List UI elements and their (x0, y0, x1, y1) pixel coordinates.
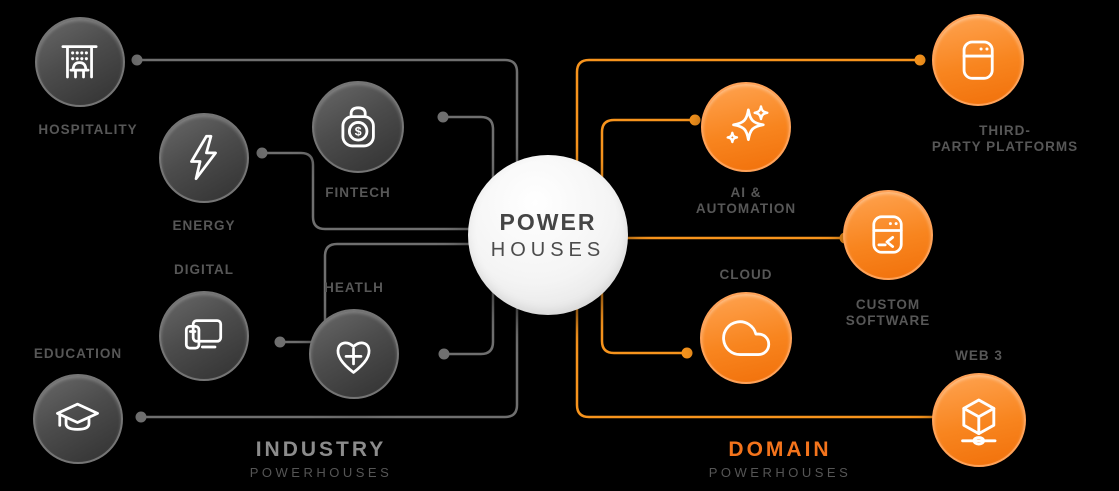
energy-label: ENERGY (172, 218, 236, 233)
connector-dot-energy (256, 147, 268, 159)
app-window-icon (962, 40, 994, 80)
digital-label: DIGITAL (174, 262, 234, 277)
devices-icon (185, 319, 223, 350)
industry-caption: INDUSTRY POWERHOUSES (250, 438, 393, 480)
domain-caption-title: DOMAIN (728, 438, 832, 461)
ai-automation-circle (701, 82, 791, 172)
cloud-icon (722, 320, 770, 356)
fintech-label: FINTECH (325, 185, 391, 200)
cube-network-icon (961, 398, 997, 446)
education-label: EDUCATION (33, 346, 123, 361)
connector-dot-digital (274, 336, 286, 348)
node-fintech: $ FINTECH (312, 81, 404, 200)
connector-dot-health (438, 348, 450, 360)
ai-automation-label: AI & AUTOMATION (695, 185, 797, 216)
node-education: EDUCATION (33, 346, 123, 464)
cloud-label: CLOUD (719, 267, 773, 282)
industry-caption-title: INDUSTRY (255, 438, 387, 461)
connector-dot-hospitality (131, 54, 143, 66)
node-energy: ENERGY (159, 113, 249, 233)
heart-plus-icon (337, 342, 371, 375)
code-window-icon (872, 215, 904, 255)
node-digital: DIGITAL (159, 262, 249, 381)
node-health: HEATLH (309, 280, 399, 399)
energy-circle (159, 113, 249, 203)
health-circle (309, 309, 399, 399)
node-custom-software: CUSTOM SOFTWARE (843, 190, 933, 328)
graduation-cap-icon (56, 403, 100, 432)
custom-software-label: CUSTOM SOFTWARE (845, 297, 931, 328)
money-bag-icon: $ (341, 106, 375, 148)
third-party-platforms-label: THIRD- PARTY PLATFORMS (931, 123, 1079, 154)
health-label: HEATLH (324, 280, 384, 295)
connector-dot-cloud (681, 347, 693, 359)
lightning-bolt-icon (190, 135, 218, 181)
connector-dot-education (135, 411, 147, 423)
cloud-icon-circle (700, 292, 792, 384)
fintech-circle: $ (312, 81, 404, 173)
third-party-platforms-circle (932, 14, 1024, 106)
hotel-building-icon (62, 45, 98, 79)
web3-label: WEB 3 (955, 348, 1003, 363)
hospitality-label: HOSPITALITY (38, 122, 138, 137)
sparkles-icon (727, 105, 769, 144)
node-third-party-platforms: THIRD- PARTY PLATFORMS (932, 14, 1077, 154)
custom-software-circle (843, 190, 933, 280)
connector-dot-thirdparty (914, 54, 926, 66)
domain-caption-sub: POWERHOUSES (708, 465, 852, 480)
center-title-houses: HOUSES (490, 238, 606, 261)
connector-dot-ai (689, 114, 701, 126)
industry-caption-sub: POWERHOUSES (249, 465, 393, 480)
center-title-power: POWER (499, 208, 597, 235)
center-powerhouses-circle: POWER HOUSES (468, 155, 628, 315)
connector-energy-center (260, 151, 502, 231)
node-hospitality: HOSPITALITY (35, 17, 137, 137)
connector-dot-fintech (437, 111, 449, 123)
domain-caption: DOMAIN POWERHOUSES (709, 438, 852, 480)
node-ai-automation: AI & AUTOMATION (696, 82, 795, 216)
web3-circle (932, 373, 1026, 467)
hospitality-circle (35, 17, 125, 107)
education-circle (33, 374, 123, 464)
svg-text:$: $ (355, 125, 362, 139)
digital-circle (159, 291, 249, 381)
node-cloud: CLOUD (700, 267, 792, 384)
node-web3: WEB 3 (932, 348, 1026, 467)
